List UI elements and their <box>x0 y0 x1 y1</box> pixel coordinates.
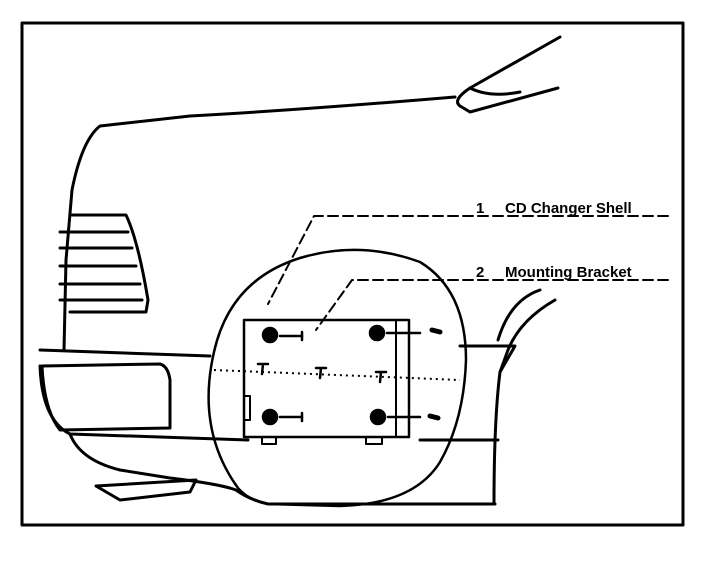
callout-1-number: 1 <box>476 200 484 217</box>
callout-2-label: Mounting Bracket <box>505 264 632 281</box>
callout-1-label: CD Changer Shell <box>505 200 632 217</box>
callout-1: 1 CD Changer Shell <box>476 200 632 217</box>
callout-2: 2 Mounting Bracket <box>476 264 632 281</box>
callout-2-number: 2 <box>476 264 484 281</box>
callout-1-leader <box>267 215 669 305</box>
diagram-frame <box>20 21 685 527</box>
detail-magnifier-circle <box>207 248 468 508</box>
screw-set <box>256 324 443 426</box>
alignment-dotted-line <box>213 369 461 381</box>
mounting-bracket-plate <box>242 318 411 445</box>
callout-leaders <box>267 215 669 331</box>
callout-2-leader <box>315 279 669 331</box>
vehicle-rear-body <box>38 35 562 506</box>
